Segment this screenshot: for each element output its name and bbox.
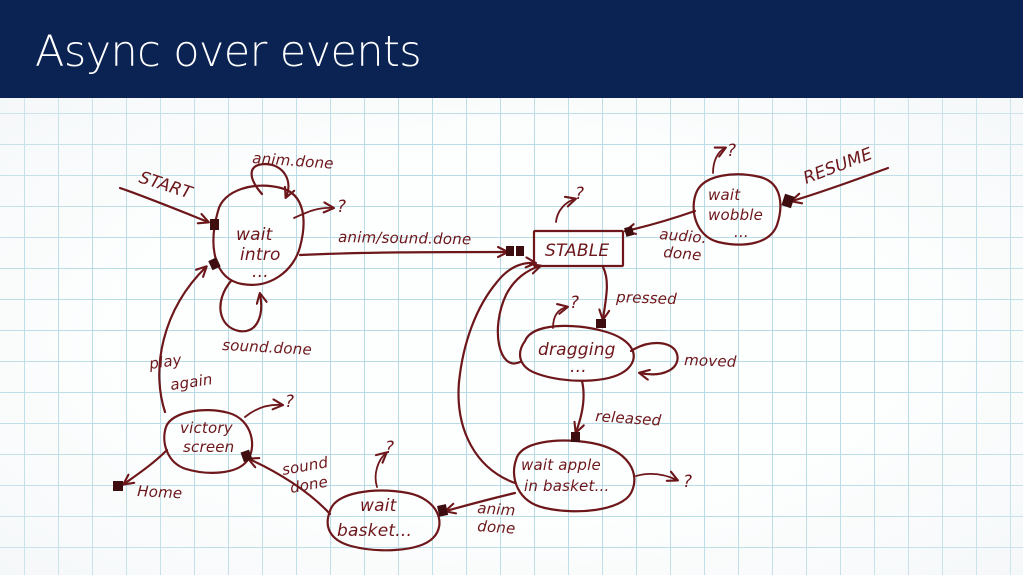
sound-done-intro-label: sound.done [222,336,313,359]
unknown-transition-wait-basket [374,453,386,488]
transition-victory-to-wait-intro [158,267,206,414]
transition-resume-to-wait-wobble [792,166,890,201]
audio-done-label-line-2: done [663,243,703,264]
transition-stable-to-dragging [603,265,607,319]
state-victory-label-line-2: screen [183,438,234,456]
state-dragging: dragging ... [518,324,635,382]
resume-label: RESUME [801,144,876,189]
loop-wait-intro-anim-done [250,162,289,197]
released-label: released [595,407,663,430]
state-stable-label: STABLE [545,241,609,261]
anim-done-basket-label-line-1: anim [477,499,516,520]
play-again-label-line-2: again [169,370,214,394]
question-mark-victory: ? [285,392,294,412]
state-victory-screen: victory screen [163,409,254,474]
state-wait-intro: wait intro ... [212,184,305,286]
question-mark-stable: ? [575,184,584,204]
unknown-transition-dragging [552,307,567,329]
state-wait-basket-label-line-2: basket... [337,521,412,541]
title-bar: Async over events [0,0,1023,98]
state-wait-intro-label-line-2: intro [240,245,281,265]
state-wait-wobble-label-line-2: wobble [708,206,763,224]
loop-wait-intro-sound-done [219,279,261,333]
state-stable: STABLE [532,229,625,268]
transition-victory-to-home [124,448,169,484]
port-home [113,481,123,491]
transition-wait-basket-to-victory [249,459,332,516]
state-wait-intro-label-line-3: ... [252,262,269,282]
unknown-transition-wait-apple [635,474,677,480]
question-mark-wait-wobble: ? [727,141,736,161]
transition-dragging-to-stable [496,266,540,365]
state-wait-apple-label-line-2: in basket... [524,477,609,495]
port-stable-entry-2 [516,246,524,256]
start-label: START [136,168,195,204]
transition-dragging-to-wait-apple [576,379,584,432]
unknown-transition-wait-wobble [712,148,725,174]
anim-done-basket-label-line-2: done [477,517,516,538]
pressed-label: pressed [615,288,678,308]
question-mark-wait-apple: ? [683,472,692,492]
play-again-label-line-1: play [147,350,184,373]
slide-title: Async over events [35,27,422,77]
port-resume-wait-wobble [781,193,795,209]
loop-dragging-moved [629,342,679,374]
anim-done-label: anim.done [252,149,335,173]
question-mark-wait-basket: ? [385,438,394,458]
state-dragging-label-line-1: dragging [538,340,616,360]
unknown-transition-victory [244,405,282,418]
unknown-transition-wait-intro [293,208,333,219]
port-anim-done-wait-basket [437,504,449,517]
port-sound-done-victory [240,449,253,463]
question-mark-dragging: ? [570,293,579,313]
port-released-wait-apple [571,432,580,442]
unknown-transition-stable [555,199,575,223]
state-wait-wobble-label-line-3: ... [734,223,749,241]
state-dragging-label-line-2: ... [570,357,587,377]
state-victory-label-line-1: victory [180,419,234,437]
transition-start-to-wait-intro [118,186,208,222]
transition-wait-apple-to-stable [457,263,535,485]
state-wait-apple-label-line-1: wait apple [521,456,601,474]
state-wait-wobble-label-line-1: wait [708,186,741,204]
transition-wait-intro-to-stable [298,252,507,255]
state-wait-intro-label-line-1: wait [236,225,274,245]
state-wait-apple: wait apple in basket... [512,439,636,513]
port-stable-audio-done [624,226,635,237]
audio-done-label-line-1: audio. [659,225,708,247]
port-stable-entry-1 [506,246,514,256]
state-wait-wobble: wait wobble ... [692,173,782,246]
state-wait-basket: wait basket... [326,489,441,552]
anim-sound-done-label: anim/sound.done [338,228,472,248]
port-play-again-wait-intro [208,257,221,271]
home-label: Home [137,482,183,502]
transition-wait-apple-to-wait-basket [446,491,517,511]
question-mark-wait-intro: ? [337,197,346,217]
port-start-wait-intro [210,219,219,230]
state-wait-basket-label-line-1: wait [360,496,398,516]
moved-label: moved [684,351,737,371]
graph-paper-background [0,98,1023,575]
port-pressed-dragging [596,319,606,328]
